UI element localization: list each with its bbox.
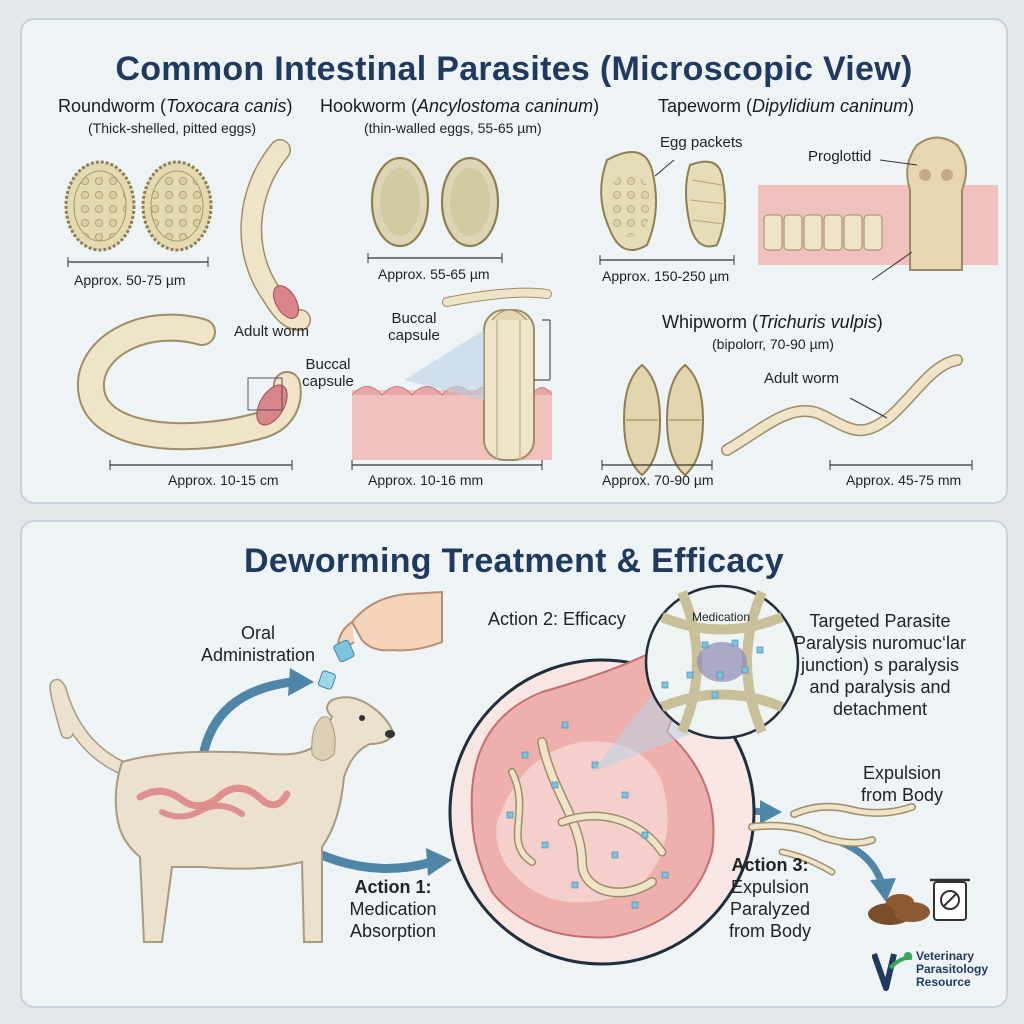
roundworm-adult-label: Adult worm <box>234 323 310 340</box>
tapeworm-egg-packet-2 <box>685 160 727 248</box>
roundworm-subtitle: (Thick-shelled, pitted eggs) <box>88 120 257 136</box>
treatment-panel: Deworming Treatment & Efficacy <box>20 520 1008 1008</box>
hookworm-subtitle: (thin-walled eggs, 55-65 µm) <box>364 120 542 136</box>
neuromuscular-inset <box>644 584 800 740</box>
hookworm-egg-size: Approx. 55-65 µm <box>378 266 490 282</box>
tapeworm-egg-label: Egg packets <box>660 134 743 151</box>
trash-bin-icon <box>930 878 970 921</box>
parasites-illustration <box>64 136 998 477</box>
hookworm-egg-1 <box>370 156 430 248</box>
roundworm-egg-2 <box>141 160 213 252</box>
whipworm-subtitle: (bipolorг, 70-90 µm) <box>712 336 834 352</box>
whipworm-heading: Whipworm (Trichuris vulpis) <box>662 312 883 332</box>
parasites-panel: Common Intestinal Parasites (Microscopic… <box>20 18 1008 504</box>
whipworm-egg-size: Approx. 70-90 µm <box>602 472 714 488</box>
treatment-illustration <box>49 584 970 966</box>
dog-illustration <box>49 678 396 943</box>
whipworm-adult-size: Approx. 45-75 mm <box>846 472 962 488</box>
tapeworm-scolex <box>906 136 967 271</box>
whipworm-adult <box>721 354 963 456</box>
treatment-title: Deworming Treatment & Efficacy <box>244 542 784 580</box>
hookworm-egg-2 <box>440 156 500 248</box>
roundworm-adult-size: Approx. 10-15 cm <box>168 472 279 488</box>
hand-illustration <box>350 590 443 652</box>
hookworm-adult-size: Approx. 10-16 mm <box>368 472 484 488</box>
parasites-title: Common Intestinal Parasites (Microscopic… <box>115 50 913 88</box>
expelled-worms <box>748 802 916 876</box>
action3-label: Action 3: Expulsion Paralyzed from Body <box>728 855 812 941</box>
whipworm-adult-label: Adult worm <box>764 370 840 387</box>
targeted-parasite-text: Targeted Parasite Paralysis nuromuc‘lar … <box>794 611 967 719</box>
tapeworm-egg-size: Approx. 150-250 µm <box>602 268 730 284</box>
resource-logo <box>872 952 913 991</box>
tapeworm-egg-packet-1 <box>600 151 657 251</box>
whipworm-egg-2 <box>665 363 705 477</box>
medication-label: Medication <box>692 610 751 624</box>
roundworm-heading: Roundworm (Toxocara canis) <box>58 96 293 116</box>
tablet-icon <box>333 639 355 663</box>
stool-icon <box>868 894 930 925</box>
action2-label: Action 2: Efficacy <box>488 609 626 629</box>
roundworm-egg-size: Approx. 50-75 µm <box>74 272 186 288</box>
action1-label: Action 1: Medication Absorption <box>349 877 437 941</box>
roundworm-egg-1 <box>64 160 136 252</box>
hookworm-heading: Hookworm (Ancylostoma caninum) <box>320 96 600 116</box>
tapeworm-proglottid-label: Proglottid <box>808 148 872 165</box>
tapeworm-heading: Tapeworm (Dipylidium caninum) <box>658 96 915 116</box>
whipworm-egg-1 <box>622 363 662 477</box>
